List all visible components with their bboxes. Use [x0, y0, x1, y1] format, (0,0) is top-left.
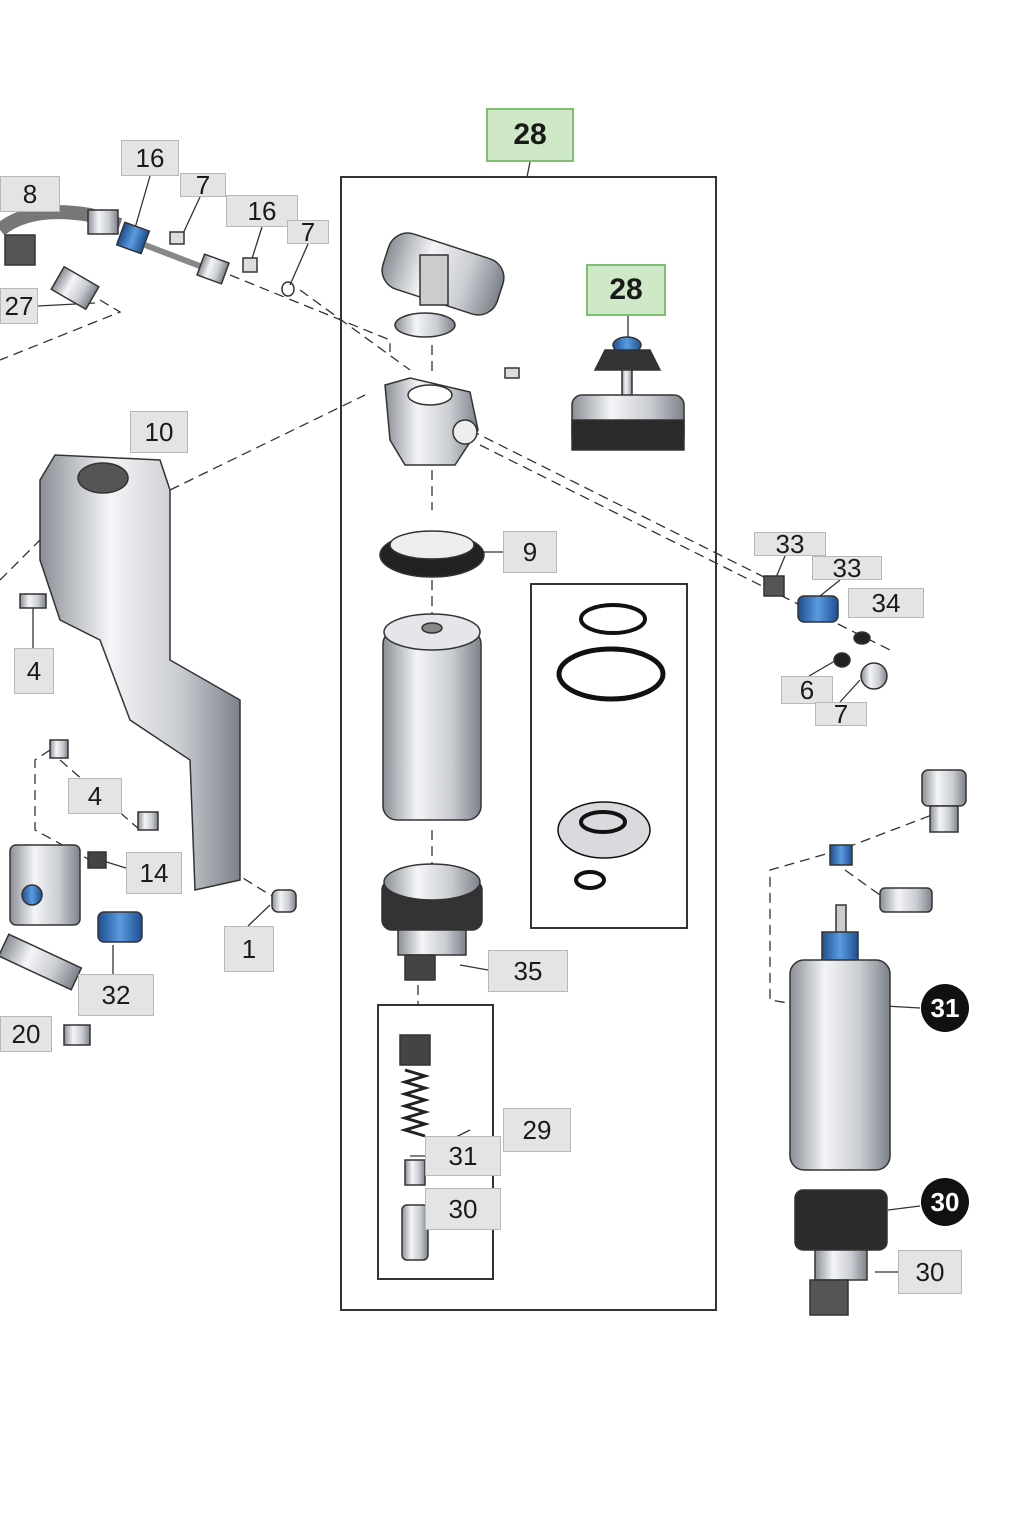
callout-4: 4: [68, 778, 122, 814]
callout-30: 30: [425, 1188, 501, 1230]
callout-10: 10: [130, 411, 188, 453]
callout-14: 14: [126, 852, 182, 894]
assembly-frame: [340, 176, 717, 1311]
mounting-bracket: [39, 454, 241, 891]
fittings-right: [763, 575, 888, 690]
callout-circle-31: 31: [921, 984, 969, 1032]
callout-16: 16: [121, 140, 179, 176]
callout-circle-30: 30: [921, 1178, 969, 1226]
callout-7: 7: [180, 170, 226, 200]
callout-30: 30: [898, 1250, 962, 1294]
callout-33: 33: [812, 553, 882, 583]
callout-20: 20: [0, 1016, 52, 1052]
hose-assembly: [0, 205, 295, 311]
filter-cap: [571, 336, 685, 451]
callout-1: 1: [224, 926, 274, 972]
callout-35: 35: [488, 950, 568, 992]
callout-7: 7: [287, 217, 329, 247]
seal-kit: [556, 603, 666, 890]
callout-32: 32: [78, 974, 154, 1016]
callout-27: 27: [0, 288, 38, 324]
callout-assembly-28: 28: [486, 108, 574, 162]
callout-6: 6: [781, 675, 833, 705]
callout-16: 16: [226, 195, 298, 227]
filter-bowl: [381, 863, 483, 981]
filter-element: [382, 613, 482, 821]
filter-assembly-right: [789, 769, 967, 1316]
callout-8: 8: [0, 176, 60, 212]
callout-7: 7: [815, 699, 867, 729]
callout-33: 33: [754, 529, 826, 559]
callout-31: 31: [425, 1136, 501, 1176]
filter-head: [381, 232, 520, 466]
callout-4: 4: [14, 648, 54, 694]
ring-seal: [379, 530, 485, 578]
callout-cap-28: 28: [586, 264, 666, 316]
callout-9: 9: [503, 531, 557, 573]
fasteners-left: [0, 593, 297, 1046]
seal-kit-frame: [530, 583, 688, 929]
callout-34: 34: [848, 588, 924, 618]
callout-29: 29: [503, 1108, 571, 1152]
valve-parts: [399, 1034, 431, 1261]
